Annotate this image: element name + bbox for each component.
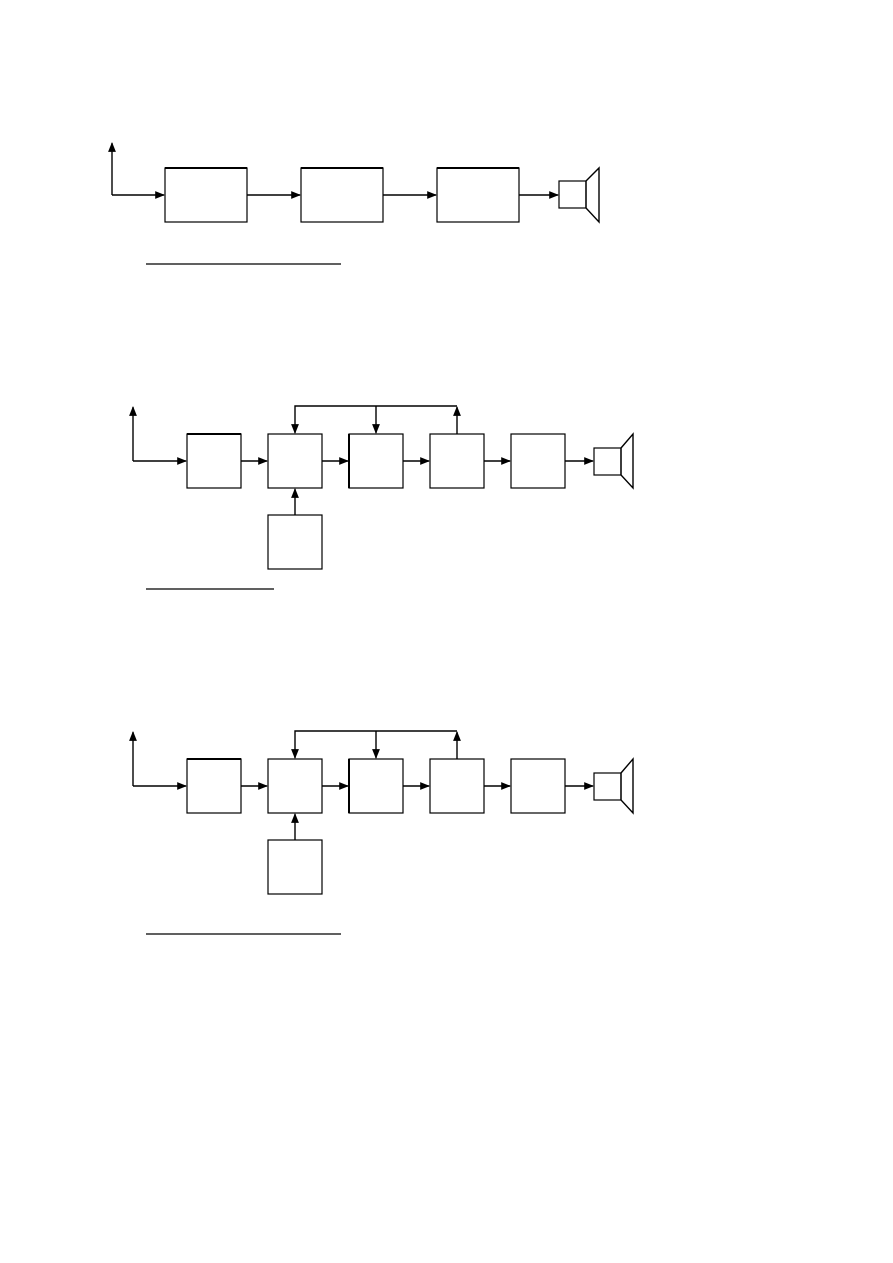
block-5 [510,758,566,814]
speaker-icon [593,757,634,815]
diagram-2 [129,405,634,590]
block-1 [186,758,242,814]
feedback-loop [291,405,461,434]
block-2 [300,167,384,223]
speaker-icon [558,166,600,224]
diagram-3 [129,730,634,935]
oscillator-block [267,839,323,895]
block-4 [429,758,485,814]
block-1 [164,167,248,223]
block-3 [348,758,404,814]
block-2 [267,433,323,489]
speaker-icon [593,432,634,490]
diagram-1 [108,142,600,265]
block-3 [436,167,520,223]
block-2 [267,758,323,814]
block-5 [510,433,566,489]
block-3 [348,433,404,489]
block-1 [186,433,242,489]
block-4 [429,433,485,489]
feedback-loop [291,730,461,759]
oscillator-block [267,514,323,570]
